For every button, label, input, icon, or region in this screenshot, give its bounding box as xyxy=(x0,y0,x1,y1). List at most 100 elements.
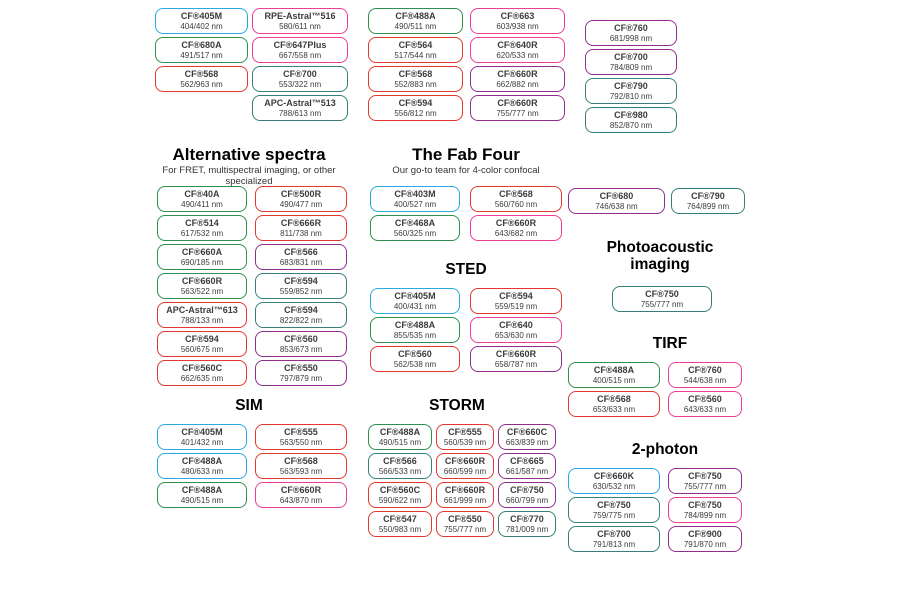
dye-ex-em-value: 653/630 nm xyxy=(494,330,538,340)
dye-name: CF®666R xyxy=(280,218,322,229)
dye-name: CF®660R xyxy=(497,98,538,109)
dye-ex-em-value: 661/999 nm xyxy=(443,495,487,505)
dye-ex-em-value: 490/411 nm xyxy=(181,199,223,209)
dye-ex-em-value: 491/517 nm xyxy=(180,50,223,60)
dye-ex-em-value: 544/638 nm xyxy=(683,375,727,385)
section-title: TIRF xyxy=(652,335,688,352)
dye-ex-em-value: 560/760 nm xyxy=(494,199,538,209)
section-header-two-photon: 2-photon xyxy=(580,441,750,459)
dye-name: CF®550 xyxy=(284,363,318,374)
dye-ex-em-value: 560/675 nm xyxy=(180,344,224,354)
dye-ex-em-value: 643/682 nm xyxy=(494,228,538,238)
dye-name: CF®560 xyxy=(688,394,722,405)
dye-name: CF®568 xyxy=(499,189,533,200)
section-header-tirf: TIRF xyxy=(585,335,755,353)
dye-name: APC-Astral™513 xyxy=(264,98,336,109)
dye-name: CF®750 xyxy=(688,471,722,482)
dye-name: CF®488A xyxy=(394,320,436,331)
dye-name: CF®700 xyxy=(614,52,648,63)
dye-ex-em-value: 556/812 nm xyxy=(394,108,437,118)
dye-ex-em-value: 759/775 nm xyxy=(592,510,636,520)
dye-ex-em-value: 563/593 nm xyxy=(279,466,323,476)
dye-name: CF®488A xyxy=(379,427,421,438)
dye-ex-em-value: 603/938 nm xyxy=(496,21,539,31)
dye-name: CF®500R xyxy=(280,189,322,200)
dye-ex-em-value: 661/587 nm xyxy=(505,466,549,476)
dye-ex-em-value: 553/322 nm xyxy=(278,79,322,89)
dye-ex-em-value: 562/538 nm xyxy=(393,359,437,369)
dye-ex-em-value: 490/515 nm xyxy=(378,437,422,447)
dye-name: CF®680A xyxy=(181,40,222,51)
dye-name: CF®640R xyxy=(497,40,538,51)
dye-ex-em-value: 517/544 nm xyxy=(394,50,437,60)
dye-name: CF®750 xyxy=(645,289,679,300)
dye-name: CF®568 xyxy=(184,69,219,80)
dye-name: CF®647Plus xyxy=(273,40,327,51)
dye-name: RPE-Astral™516 xyxy=(264,11,336,22)
dye-ex-em-value: 797/879 nm xyxy=(279,373,323,383)
dye-ex-em-value: 643/870 nm xyxy=(279,495,323,505)
dye-name: CF®514 xyxy=(185,218,219,229)
dye-ex-em-value: 560/539 nm xyxy=(443,437,487,447)
section-title: STORM xyxy=(429,397,485,414)
dye-ex-em-value: 401/432 nm xyxy=(180,437,224,447)
dye-ex-em-value: 400/431 nm xyxy=(393,301,437,311)
dye-name: CF®566 xyxy=(284,247,318,258)
dye-ex-em-value: 781/009 nm xyxy=(505,524,549,534)
dye-name: CF®770 xyxy=(510,514,544,525)
dye-name: CF®405M xyxy=(181,427,223,438)
section-title: Alternative spectra xyxy=(172,145,326,164)
dye-name: CF®594 xyxy=(284,276,318,287)
dye-name: CF®40A xyxy=(184,189,220,200)
dye-ex-em-value: 552/883 nm xyxy=(394,79,437,89)
dye-ex-em-value: 811/738 nm xyxy=(280,228,322,238)
dye-ex-em-value: 764/899 nm xyxy=(686,201,730,211)
dye-ex-em-value: 560/325 nm xyxy=(393,228,437,238)
dye-ex-em-value: 490/515 nm xyxy=(180,495,224,505)
section-title: STED xyxy=(445,261,487,278)
dye-ex-em-value: 643/633 nm xyxy=(683,404,727,414)
dye-ex-em-value: 660/599 nm xyxy=(443,466,487,476)
dye-name: CF®488A xyxy=(181,485,223,496)
dye-name: CF®660A xyxy=(181,247,223,258)
dye-name: CF®594 xyxy=(499,291,533,302)
dye-name: CF®980 xyxy=(614,110,648,121)
dye-ex-em-value: 788/613 nm xyxy=(278,108,322,118)
dye-ex-em-value: 580/611 nm xyxy=(279,21,321,31)
